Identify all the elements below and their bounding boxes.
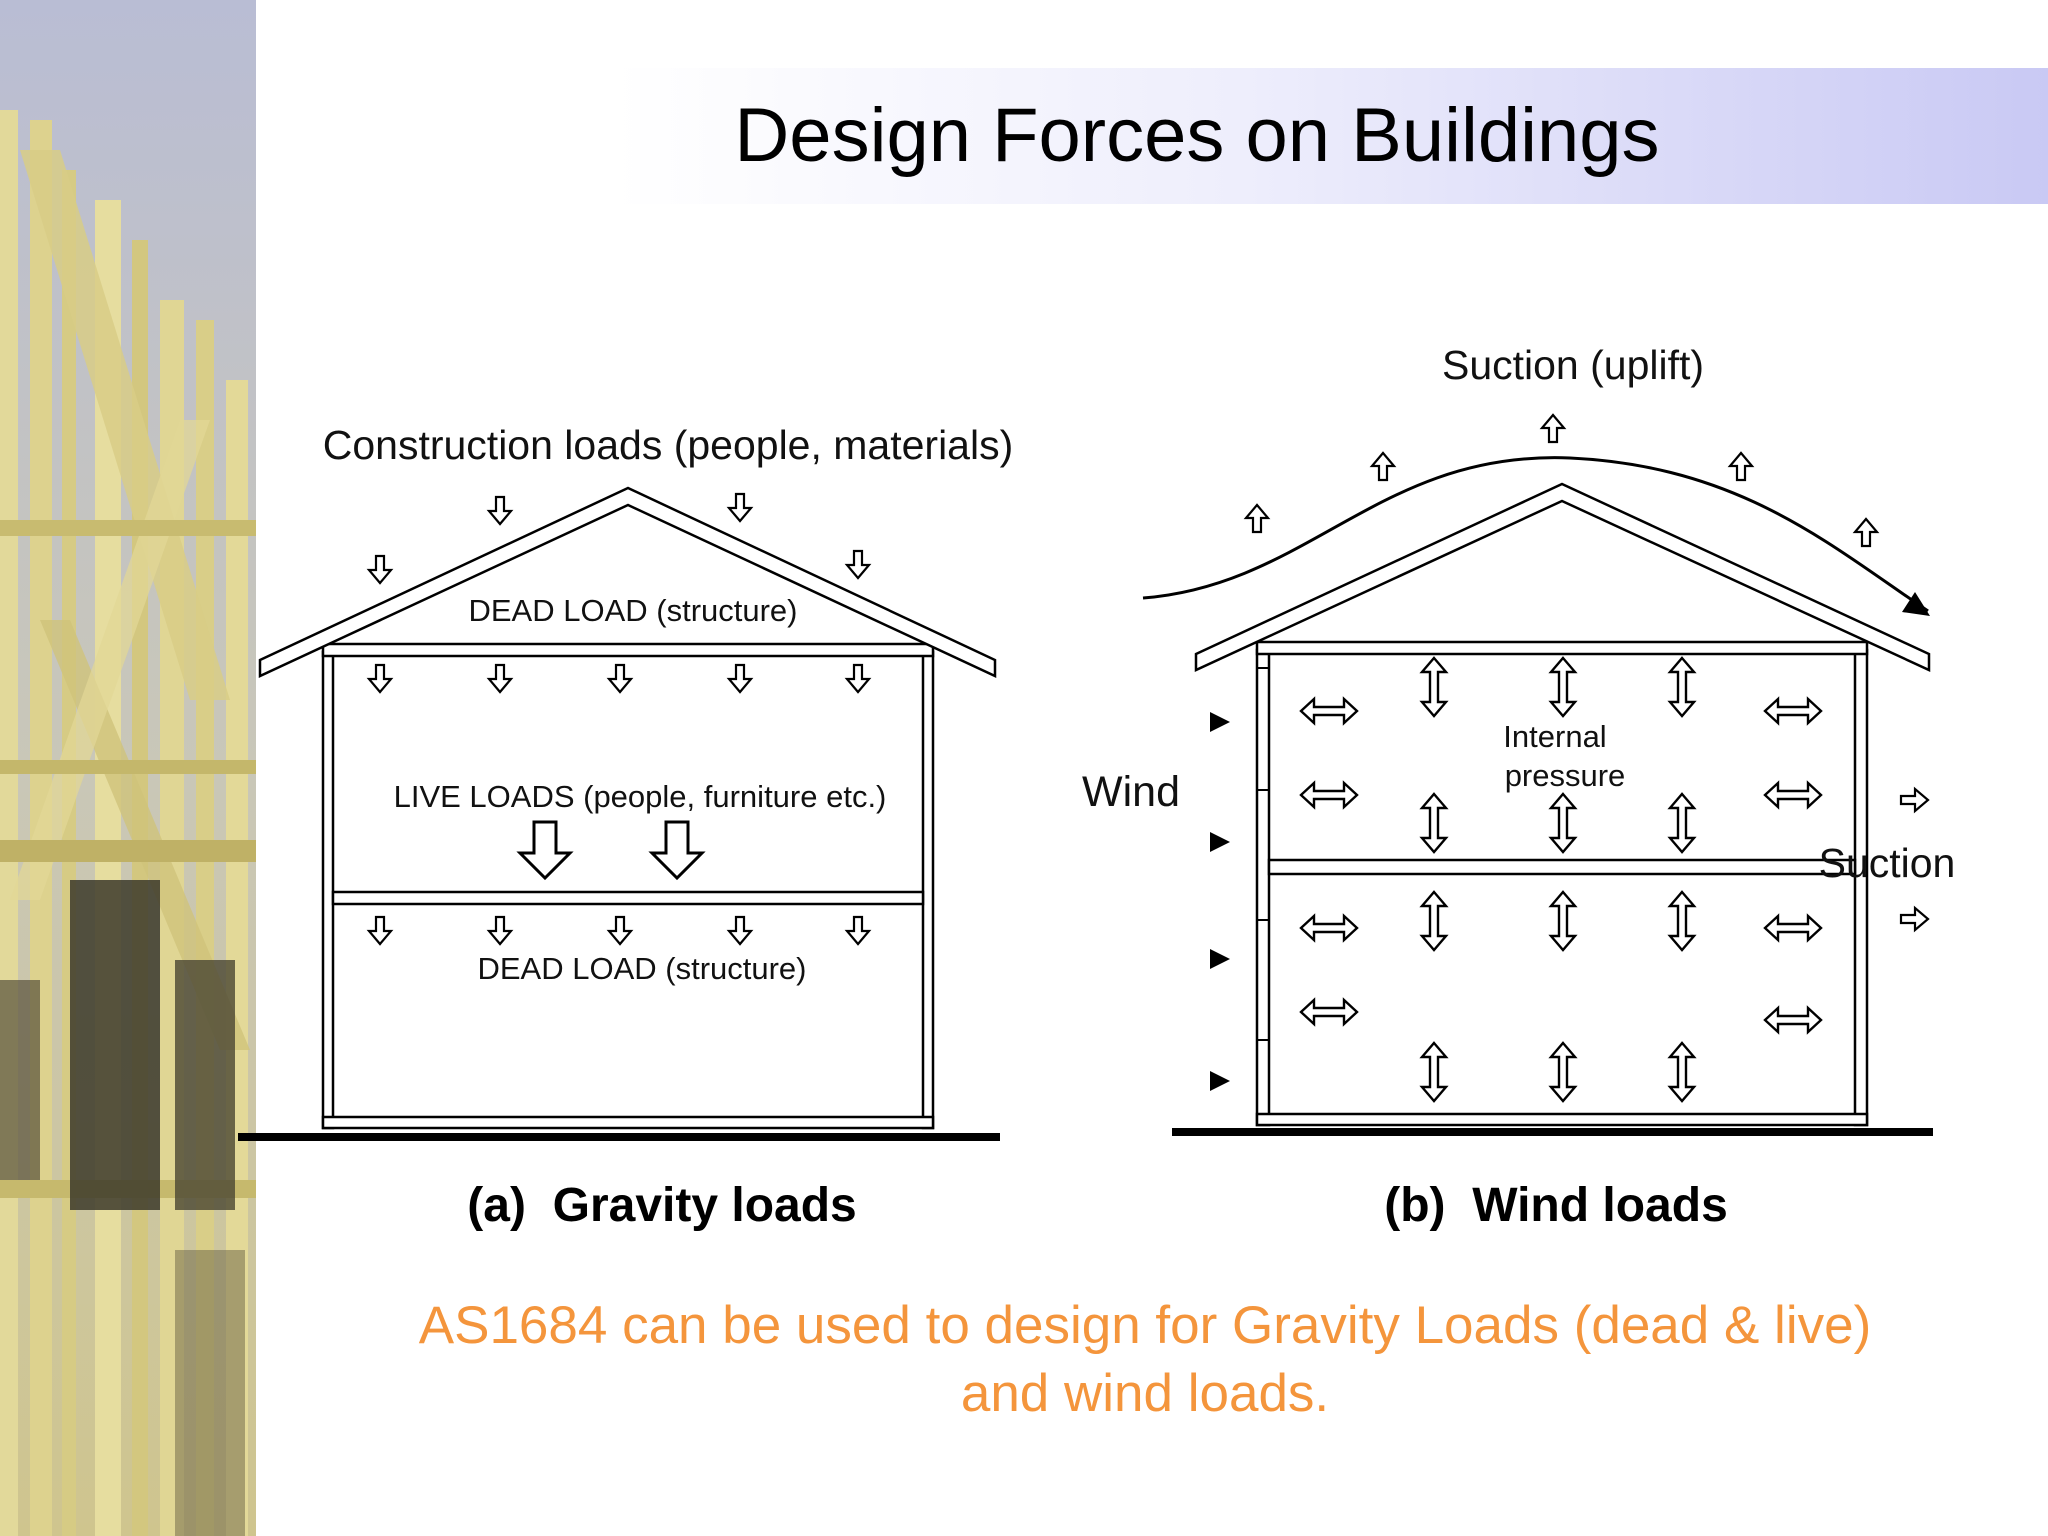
live-loads-label: LIVE LOADS (people, furniture etc.): [394, 779, 887, 814]
gravity-house: [238, 486, 1000, 1141]
caption-wind-loads: (b) Wind loads: [1384, 1179, 1728, 1232]
title-bar: Design Forces on Buildings: [256, 68, 2048, 204]
as1684-note: AS1684 can be used to design for Gravity…: [300, 1292, 1990, 1428]
timber-frame-photo: [0, 0, 256, 1536]
dead-load-top-label: DEAD LOAD (structure): [468, 593, 797, 628]
internal-pressure-line2: pressure: [1505, 758, 1626, 793]
wind-label: Wind: [1082, 768, 1180, 816]
wind-arrows: [1210, 413, 1930, 1103]
suction-label: Suction: [1819, 840, 1956, 886]
dead-load-bottom-label: DEAD LOAD (structure): [477, 951, 806, 986]
wind-house: [1142, 456, 1933, 1136]
construction-loads-label: Construction loads (people, materials): [323, 422, 1014, 468]
suction-uplift-label: Suction (uplift): [1442, 342, 1704, 388]
internal-pressure-line1: Internal: [1503, 719, 1606, 754]
slide-title: Design Forces on Buildings: [734, 93, 1660, 178]
gravity-arrows: [367, 492, 871, 946]
as1684-note-line1: AS1684 can be used to design for Gravity…: [418, 1296, 1872, 1355]
caption-gravity-loads: (a) Gravity loads: [467, 1179, 857, 1232]
as1684-note-line2: and wind loads.: [960, 1364, 1330, 1423]
